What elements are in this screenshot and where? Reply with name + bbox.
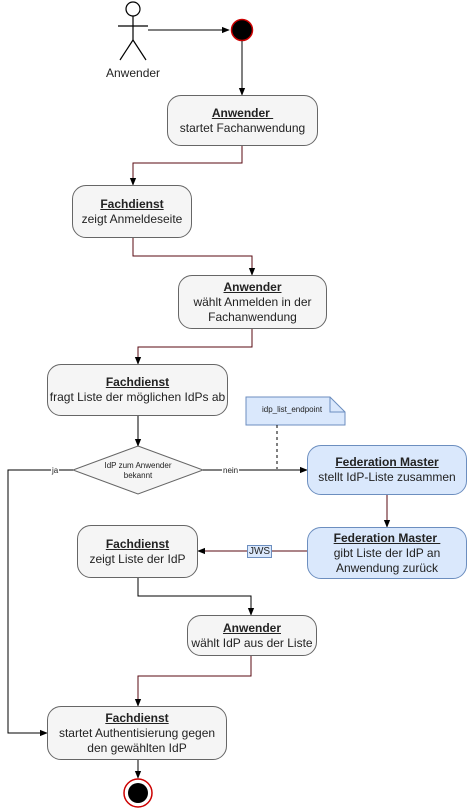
edge-label-jws: JWS [247, 545, 272, 558]
edge-n3-n4 [134, 329, 253, 365]
edge-n8-n9 [134, 656, 252, 707]
start-node [230, 18, 254, 42]
decision-diamond [71, 445, 205, 495]
activity-anwender-anmelden: Anwender wählt Anmelden in der Fachanwen… [178, 275, 327, 329]
activity-fachdienst-fragt-liste: Fachdienst fragt Liste der möglichen IdP… [47, 364, 228, 416]
activity-text: gibt Liste der IdP an [333, 545, 441, 560]
note-shape [245, 396, 346, 426]
activity-title: Fachdienst [105, 536, 170, 551]
activity-title: Fachdienst [100, 196, 164, 211]
activity-fachdienst-anmeldeseite: Fachdienst zeigt Anmeldeseite [72, 185, 192, 238]
activity-text: zeigt Liste der IdP [89, 551, 186, 566]
activity-federation-master-stellt: Federation Master stellt IdP-Liste zusam… [307, 445, 467, 495]
activity-text: den gewählten IdP [87, 740, 187, 755]
activity-title: Fachdienst [105, 375, 170, 389]
note-fold [329, 397, 345, 413]
activity-title: Federation Master [335, 455, 439, 469]
activity-text: stellt IdP-Liste zusammen [318, 470, 456, 484]
activity-fachdienst-startet-auth: Fachdienst startet Authentisierung gegen… [47, 706, 227, 760]
activity-text: startet Authentisierung gegen [58, 725, 216, 740]
activity-title: Anwender [222, 620, 281, 635]
activity-text: zeigt Anmeldeseite [81, 211, 183, 226]
actor-figure [118, 1, 148, 61]
activity-title: Anwender [223, 279, 282, 294]
edge-label-yes: ja [51, 466, 60, 475]
activity-text: wählt Anmelden in der [193, 294, 312, 309]
decision-line: bekannt [123, 471, 153, 480]
edge-n7-n8 [137, 578, 255, 616]
edge-n2-n3 [132, 238, 256, 276]
activity-title: Federation Master [333, 530, 441, 545]
activity-text: fragt Liste der möglichen IdPs ab [49, 390, 226, 404]
activity-title: Fachdienst [105, 710, 169, 725]
edge-decision-n9 [7, 469, 73, 737]
end-node [123, 778, 153, 808]
activity-fachdienst-zeigt-liste: Fachdienst zeigt Liste der IdP [77, 525, 198, 578]
decision-line: IdP zum Anwender [104, 461, 172, 470]
edge-n1-n2 [129, 146, 243, 186]
activity-federation-master-gibt: Federation Master gibt Liste der IdP an … [307, 527, 467, 579]
activity-text: wählt IdP aus der Liste [191, 635, 313, 650]
activity-text: Fachanwendung [208, 309, 297, 324]
edge-label-no: nein [222, 466, 240, 475]
note-label: idp_list_endpoint [262, 405, 323, 414]
activity-anwender-startet: Anwender startet Fachanwendung [167, 95, 318, 146]
actor-label: Anwender [106, 66, 161, 80]
activity-text: startet Fachanwendung [179, 120, 306, 135]
activity-text: Anwendung zurück [335, 560, 439, 575]
activity-anwender-waehlt-idp: Anwender wählt IdP aus der Liste [187, 615, 317, 656]
decision-label: IdP zum Anwender bekannt [88, 461, 188, 481]
activity-title: Anwender [211, 105, 274, 120]
